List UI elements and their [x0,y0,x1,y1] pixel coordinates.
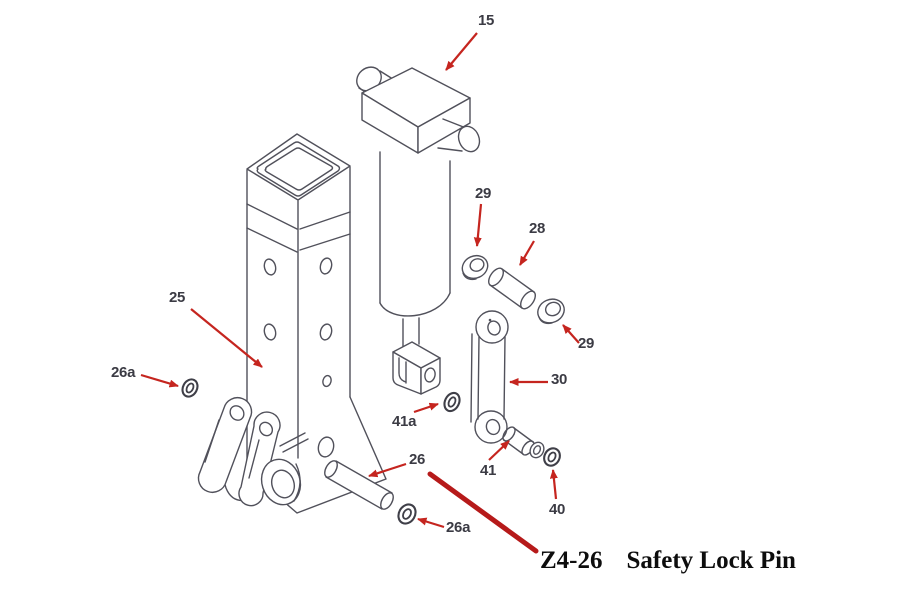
callout-text: Z4-26 Safety Lock Pin [540,547,796,575]
part-label-26a-bottom: 26a [446,519,471,536]
part-label-29-top: 29 [475,185,492,202]
part-label-29-right: 29 [578,335,595,352]
part-26-pin-drawing [324,460,394,510]
part-label-15: 15 [478,12,495,29]
part-26a-oring-bottom-drawing [397,503,417,525]
part-label-26: 26 [409,451,426,468]
callout-part-code: Z4-26 [540,547,603,574]
part-label-28: 28 [529,220,546,237]
latch-levers-drawing [197,396,302,507]
part-15-cylinder-drawing [356,66,481,395]
part-label-41a: 41a [392,413,417,430]
part-label-40: 40 [549,501,566,518]
part-28-pin-drawing [488,267,536,310]
part-30-link-drawing [470,310,509,444]
callout-part-name: Safety Lock Pin [626,547,796,574]
part-label-25: 25 [169,289,186,306]
part-label-26a-left: 26a [111,364,136,381]
part-29-bushing-right-drawing [537,298,565,325]
leader-arrows [140,32,580,529]
part-label-41: 41 [480,462,497,479]
part-29-bushing-top-drawing [461,254,489,281]
part-41-pin-drawing [502,426,545,459]
part-41a-oring-drawing [443,391,461,413]
part-40-oring-drawing [543,447,561,467]
part-26a-oring-left-drawing [181,378,199,398]
part-label-30: 30 [551,371,568,388]
callout-leader-line [427,471,539,554]
